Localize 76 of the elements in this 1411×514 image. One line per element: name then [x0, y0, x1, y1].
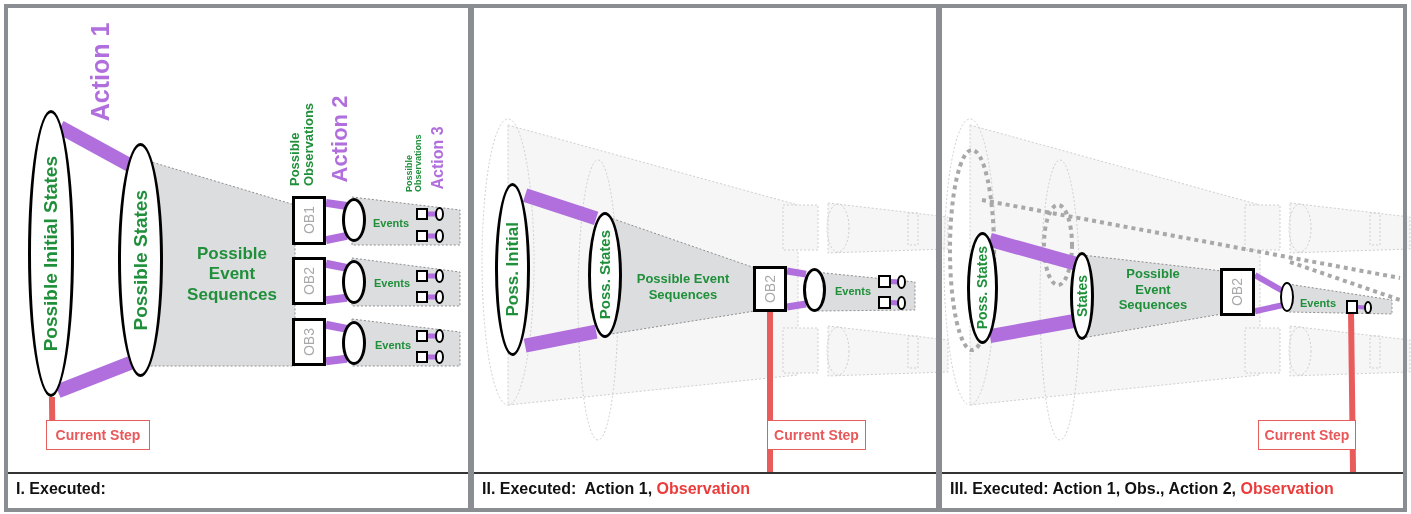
- observation-box: [878, 296, 891, 309]
- state-label: Possible States: [130, 189, 151, 331]
- observation-box: [416, 208, 428, 220]
- state-ellipse: [435, 329, 444, 343]
- state-label: Possible Initial States: [41, 155, 61, 352]
- step-caption: III. Executed: Action 1, Obs., Action 2,: [950, 480, 1236, 497]
- observation-box: [753, 266, 787, 312]
- state-ellipse: [435, 290, 444, 304]
- observation-caption: Observation: [656, 480, 750, 497]
- observation-caption: Observation: [1240, 480, 1334, 497]
- action-label: Action 1: [86, 22, 114, 122]
- observation-box: [292, 196, 326, 245]
- observation-box: [416, 291, 428, 303]
- observation-box: [416, 330, 428, 342]
- step-caption: II. Executed: Action 1,: [482, 480, 653, 497]
- current-step-tag: Current Step: [46, 420, 150, 450]
- observation-label: OB2: [762, 275, 778, 303]
- action-band: [428, 273, 436, 279]
- current-step-tag: Current Step: [767, 420, 866, 450]
- action-band: [428, 354, 436, 360]
- observation-box: [416, 351, 428, 363]
- step-caption: I. Executed:: [16, 480, 106, 497]
- action-band: [522, 188, 599, 225]
- annotation-label: Possible Event Sequences: [186, 244, 278, 306]
- observation-box: [1220, 268, 1255, 316]
- state-ellipse: [435, 207, 444, 221]
- annotation-label: Possible Observations: [288, 101, 316, 186]
- current-step-line: [48, 396, 56, 421]
- observation-label: OB3: [301, 328, 317, 356]
- action-band: [786, 300, 807, 311]
- observation-box: [878, 275, 891, 288]
- state-ellipse: [435, 229, 444, 243]
- annotation-label: Events: [373, 277, 411, 291]
- state-ellipse: [435, 350, 444, 364]
- action-band: [523, 324, 598, 353]
- current-step-tag: Current Step: [1258, 420, 1356, 450]
- action-band: [325, 231, 348, 244]
- state-ellipse: [1280, 282, 1294, 312]
- annotation-label: Possible Event Sequences: [635, 271, 731, 303]
- action-band: [428, 294, 436, 300]
- action-band: [786, 267, 807, 278]
- action-band: [428, 211, 436, 217]
- annotation-label: Possible Observations: [404, 133, 424, 192]
- observation-label: OB2: [1230, 278, 1245, 306]
- action-band: [1254, 302, 1284, 315]
- observation-box: [416, 230, 428, 242]
- annotation-label: Events: [372, 217, 410, 231]
- state-ellipse: [897, 275, 906, 289]
- observation-box: [1346, 300, 1358, 314]
- state-label: States: [1074, 275, 1090, 317]
- action-band: [55, 356, 133, 398]
- annotation-label: Events: [834, 285, 872, 299]
- state-label: Poss. States: [597, 230, 613, 320]
- action-label: Action 3: [429, 126, 447, 190]
- action-band: [325, 293, 348, 305]
- action-band: [428, 333, 436, 339]
- action-band: [428, 233, 436, 239]
- observation-box: [292, 257, 326, 305]
- observation-label: OB2: [301, 267, 317, 295]
- action-band: [325, 198, 348, 210]
- observation-box: [416, 270, 428, 282]
- action-band: [325, 320, 348, 333]
- observation-box: [292, 318, 326, 366]
- action-label: Action 2: [328, 95, 352, 183]
- state-ellipse: [1364, 301, 1372, 314]
- annotation-label: Events: [374, 339, 412, 353]
- annotation-label: Events: [1299, 297, 1337, 311]
- action-band: [325, 259, 348, 272]
- action-band: [325, 354, 348, 366]
- observation-label: OB1: [301, 206, 317, 235]
- state-ellipse: [435, 269, 444, 283]
- annotation-label: Possible Event Sequences: [1117, 265, 1189, 313]
- state-label: Poss. States: [975, 246, 990, 330]
- state-ellipse: [897, 296, 906, 310]
- state-ellipse: [28, 110, 74, 397]
- state-label: Poss. Initial: [503, 222, 522, 317]
